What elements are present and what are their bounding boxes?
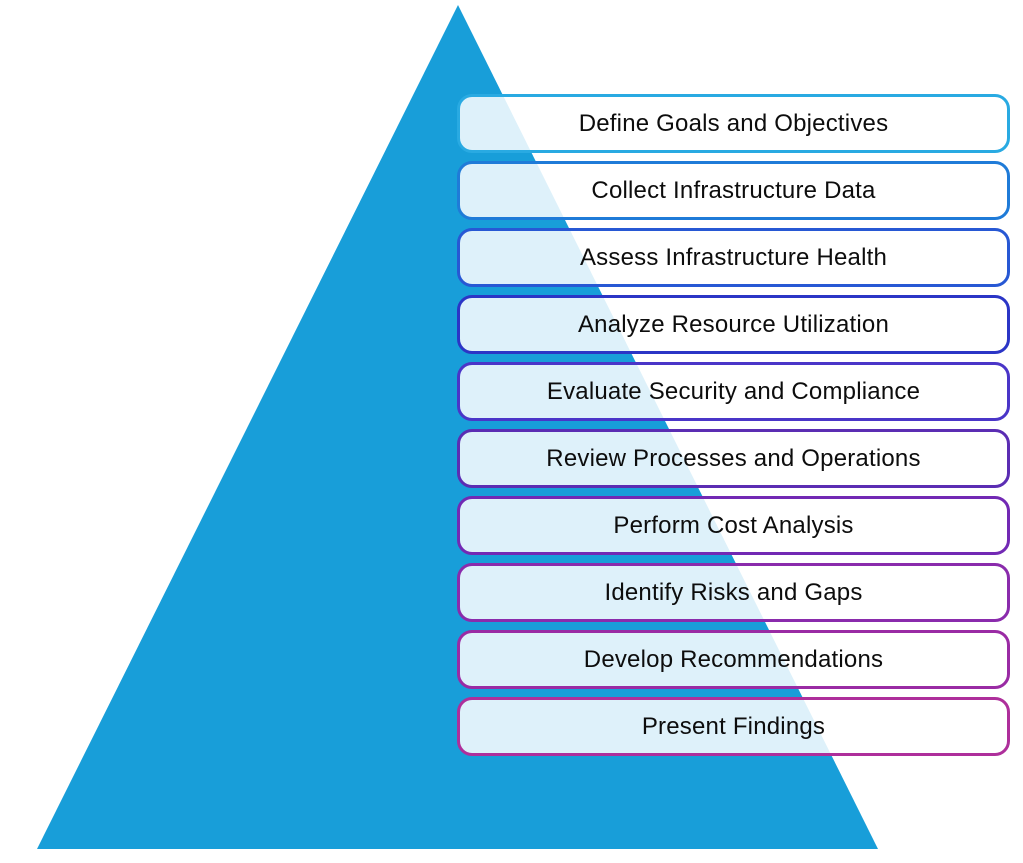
step-label: Analyze Resource Utilization (577, 310, 890, 338)
step-label: Perform Cost Analysis (613, 511, 854, 539)
step-label: Review Processes and Operations (546, 444, 921, 472)
step-label: Present Findings (641, 712, 826, 740)
step-box-8: Identify Risks and Gaps (457, 563, 1010, 622)
step-box-5: Evaluate Security and Compliance (457, 362, 1010, 421)
step-label: Define Goals and Objectives (578, 109, 889, 137)
step-box-2: Collect Infrastructure Data (457, 161, 1010, 220)
step-label: Collect Infrastructure Data (591, 176, 876, 204)
step-box-4: Analyze Resource Utilization (457, 295, 1010, 354)
step-box-1: Define Goals and Objectives (457, 94, 1010, 153)
step-box-7: Perform Cost Analysis (457, 496, 1010, 555)
step-box-10: Present Findings (457, 697, 1010, 756)
step-label: Identify Risks and Gaps (604, 578, 863, 606)
step-box-3: Assess Infrastructure Health (457, 228, 1010, 287)
step-box-9: Develop Recommendations (457, 630, 1010, 689)
step-label: Assess Infrastructure Health (579, 243, 888, 271)
step-label: Evaluate Security and Compliance (546, 377, 921, 405)
step-label: Develop Recommendations (583, 645, 884, 673)
step-box-6: Review Processes and Operations (457, 429, 1010, 488)
